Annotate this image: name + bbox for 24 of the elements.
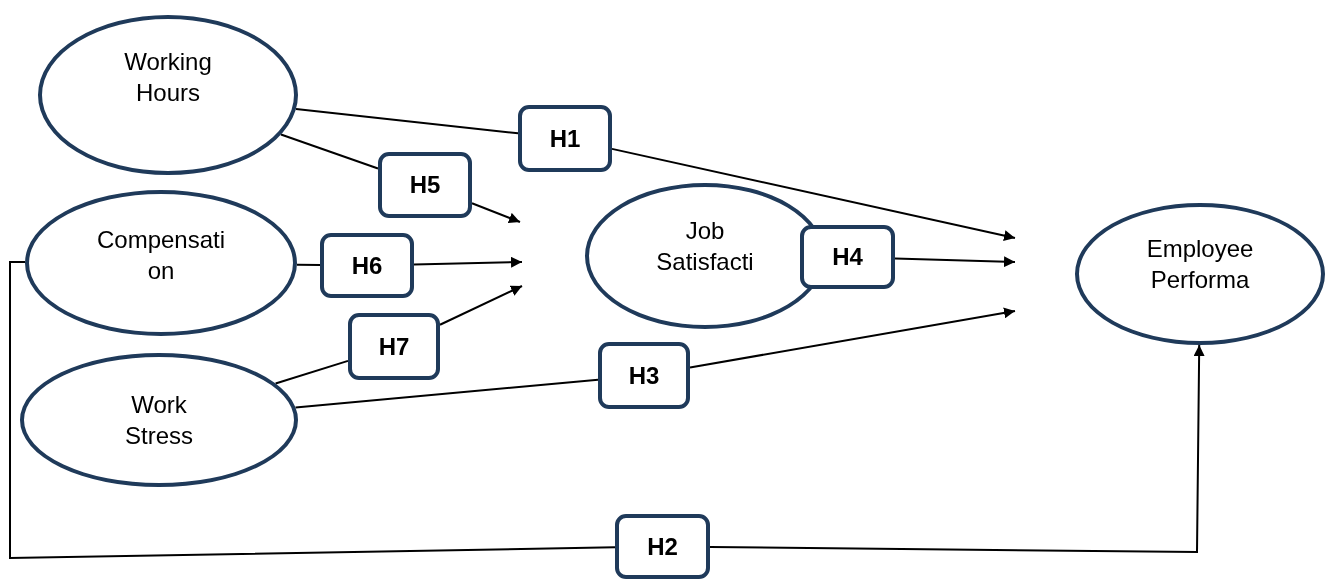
connector-line <box>274 359 349 385</box>
hypothesis-label: H5 <box>378 152 472 218</box>
connector-line <box>280 133 379 170</box>
arrow <box>471 202 521 224</box>
connector-line <box>295 108 519 135</box>
variable-name: Job Satisfacti <box>655 215 755 277</box>
variable-name: Compensati on <box>95 224 227 286</box>
connector-line <box>9 261 616 559</box>
hypothesis-label: H4 <box>800 225 895 289</box>
hypothesis-label: H3 <box>598 342 690 409</box>
arrow <box>611 147 1016 241</box>
arrow <box>894 256 1016 268</box>
hypothesis-label: H7 <box>348 313 440 380</box>
variable-name: Work Stress <box>124 389 194 451</box>
hypothesis-label: H6 <box>320 233 414 298</box>
variable-name: Working Hours <box>123 46 213 108</box>
hypothesis-label: H2 <box>615 514 710 579</box>
arrow <box>709 344 1205 553</box>
arrow <box>439 285 523 326</box>
arrow <box>689 307 1016 369</box>
hypothesis-label: H1 <box>518 105 612 172</box>
arrow <box>413 256 523 268</box>
connector-line <box>295 263 321 266</box>
variable-name: Employee Performa <box>1145 233 1255 295</box>
